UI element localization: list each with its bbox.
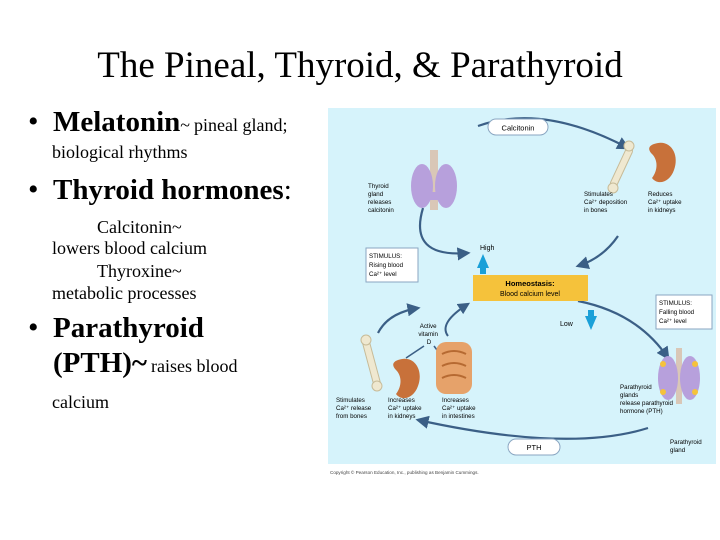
stimulus-falling-text: STIMULUS: Falling blood Ca²⁺ level (659, 300, 696, 325)
calcium-homeostasis-figure: Calcitonin Homeostasis: Blood calcium le… (328, 108, 716, 475)
bullet-sep: : (283, 174, 292, 206)
low-label: Low (560, 321, 574, 328)
high-arrow (477, 254, 489, 268)
kidney-icon (393, 358, 420, 399)
calcitonin-label: Calcitonin (502, 124, 535, 133)
bullet-term: Melatonin (53, 106, 181, 138)
pth-label: PTH (527, 443, 542, 452)
low-arrow (588, 310, 594, 316)
sub-item: lowers blood calcium (52, 238, 207, 258)
arrow (444, 302, 471, 337)
low-arrow (585, 316, 597, 330)
stimulates-deposition-text: Stimulates Ca²⁺ deposition in bones (584, 191, 629, 214)
reduces-uptake-text: Reduces Ca²⁺ uptake in kidneys (648, 191, 683, 214)
high-label: High (480, 245, 495, 252)
high-arrow (480, 268, 486, 274)
arrow (377, 303, 421, 334)
intestine-icon (436, 342, 472, 394)
homeostasis-subtitle: Blood calcium level (500, 291, 560, 298)
parathyroid-gland-label: Parathyroid gland (670, 439, 703, 454)
increases-intestine-text: Increases Ca²⁺ uptake in intestines (442, 397, 477, 420)
arrow (577, 299, 670, 361)
parathyroid-releases-text: Parathyroid glands release parathyroid h… (620, 384, 675, 415)
kidney-icon (649, 142, 676, 183)
bullet-text: pineal gland; (194, 115, 288, 135)
thyroid-releases-text: Thyroid gland releases calcitonin (368, 183, 394, 214)
bullet-marker: • (28, 173, 39, 206)
sub-item: metabolic processes (52, 283, 197, 303)
stimulus-rising-box (365, 247, 419, 283)
homeostasis-box (473, 275, 588, 301)
bullet-term: Parathyroid (53, 312, 204, 344)
parathyroid-icon (658, 348, 700, 404)
increases-kidney-text: Increases Ca²⁺ uptake in kidneys (388, 397, 423, 420)
active-vitamin-d-text: Active vitamin D (418, 323, 439, 346)
bullet-parathyroid: (PTH)~ raises blood (53, 347, 238, 380)
sub-item: Calcitonin~ (97, 217, 182, 237)
bullet-continuation: calcium (52, 392, 109, 412)
bone-icon (360, 334, 383, 392)
bullet-melatonin: Melatonin~ pineal gland; (53, 106, 288, 139)
stimulus-falling-box (655, 294, 713, 330)
pth-box (507, 438, 561, 456)
bullet-text: raises blood (151, 356, 238, 376)
stimulus-rising-text: STIMULUS: Rising blood Ca²⁺ level (369, 253, 405, 278)
bone-icon (607, 140, 635, 194)
arrow (405, 345, 425, 359)
sub-item: Thyroxine~ (97, 261, 182, 281)
arrow (575, 235, 619, 270)
bullet-sep: ~ (180, 115, 191, 135)
bullet-marker: • (28, 311, 39, 344)
bullet-marker: • (28, 105, 39, 138)
arrow (418, 207, 471, 261)
bullet-thyroid: Thyroid hormones: (53, 174, 292, 207)
homeostasis-title: Homeostasis: (505, 279, 554, 288)
bullet-term: Thyroid hormones (53, 174, 284, 206)
slide-title: The Pineal, Thyroid, & Parathyroid (97, 45, 623, 86)
calcitonin-box (487, 118, 549, 136)
thyroid-icon (411, 150, 457, 210)
stimulates-release-text: Stimulates Ca²⁺ release from bones (336, 397, 373, 420)
bullet-term: (PTH)~ (53, 347, 148, 379)
bullet-continuation: biological rhythms (52, 142, 188, 162)
copyright-text: Copyright © Pearson Education, Inc., pub… (330, 469, 479, 475)
